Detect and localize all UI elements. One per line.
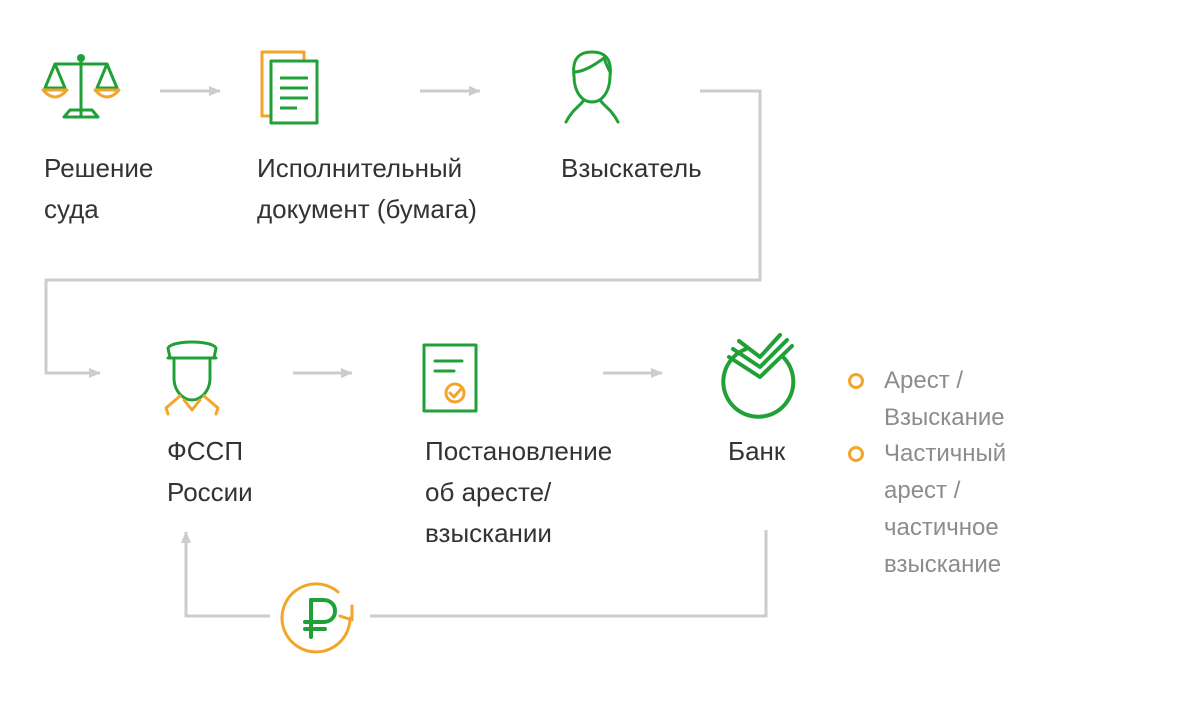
label-line: ФССП (167, 436, 244, 466)
label-line: суда (44, 194, 99, 224)
label-line: Решение (44, 153, 154, 183)
approved-document-icon (422, 343, 478, 413)
legend-text: Частичный арест / частичное взыскание (884, 440, 1007, 578)
legend-marker (848, 446, 864, 462)
connector-claimant-to-fssp (44, 89, 762, 378)
sberbank-logo-icon (721, 333, 796, 419)
label-line: Взыскатель (561, 153, 702, 183)
step-label-court-decision: Решение суда (44, 148, 153, 230)
step-label-arrest-order: Постановление об аресте/ взыскании (425, 431, 612, 554)
label-line: России (167, 477, 253, 507)
legend-marker (848, 373, 864, 389)
label-line: взыскании (425, 518, 552, 548)
label-line: Постановление (425, 436, 613, 466)
bailiff-icon (164, 340, 220, 416)
legend-text: Арест / Взыскание (884, 367, 1005, 431)
label-line: об аресте/ (425, 477, 552, 507)
connector-bank-to-ruble (370, 530, 768, 618)
scales-icon (41, 54, 121, 119)
label-line: документ (бумага) (257, 194, 477, 224)
step-label-bank: Банк (728, 431, 785, 472)
document-icon (260, 50, 319, 125)
connector-ruble-to-fssp (181, 531, 270, 618)
ruble-refresh-icon (280, 582, 354, 654)
person-icon (564, 50, 620, 124)
step-label-fssp: ФССП России (167, 431, 253, 513)
label-line: Исполнительный (257, 153, 463, 183)
step-label-enforcement-document: Исполнительный документ (бумага) (257, 148, 477, 230)
step-label-claimant: Взыскатель (561, 148, 702, 189)
label-line: Банк (728, 436, 786, 466)
